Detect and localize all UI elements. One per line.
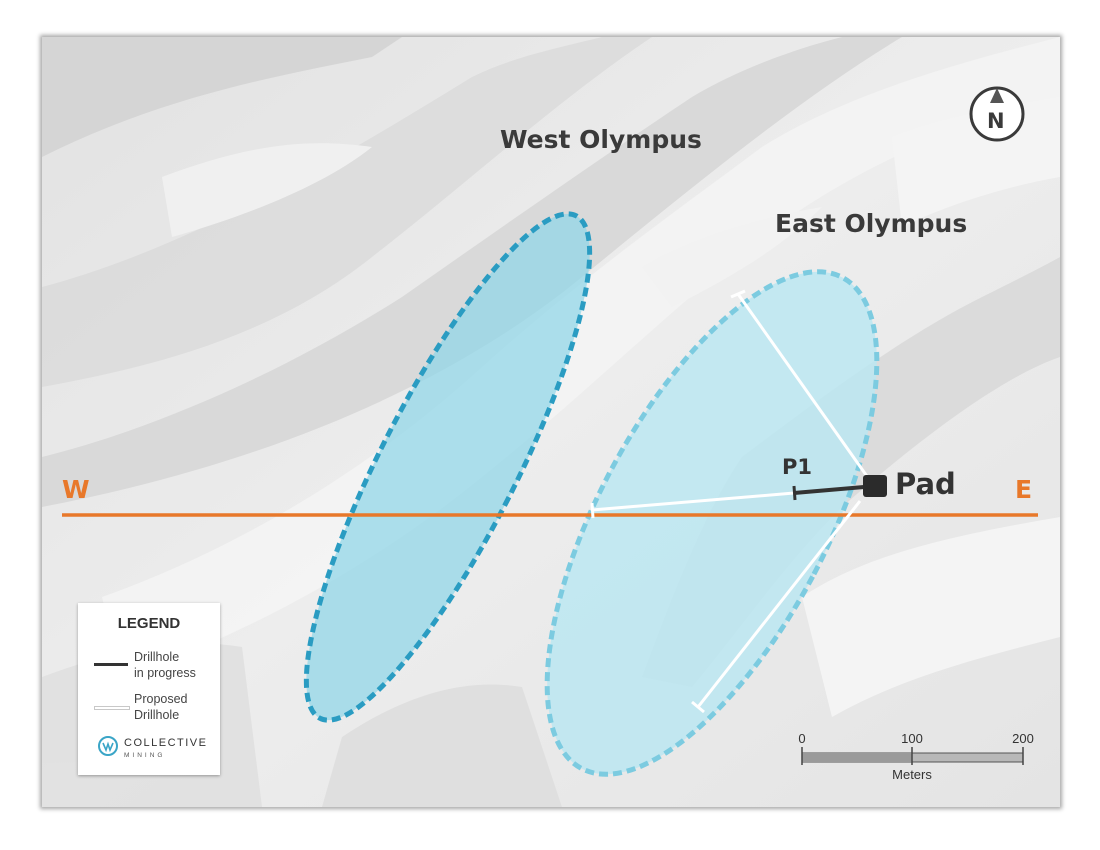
scale-tick-100: 100 [901, 731, 923, 746]
legend-proposed-drillhole-label: Proposed Drillhole [134, 692, 188, 722]
map-canvas [42, 37, 1060, 807]
logo-company-subtitle: MINING [124, 752, 166, 759]
scale-unit-label: Meters [892, 767, 932, 782]
legend-drillhole-in-progress-label: Drillhole in progress [134, 650, 196, 680]
pad-marker [863, 475, 887, 497]
drillhole-in-progress-p1 [793, 485, 865, 495]
proposed-drillhole-north [736, 293, 878, 490]
legend-drillhole-in-progress-symbol [94, 663, 128, 666]
east-olympus-area [544, 269, 880, 777]
drillhole-p1-label: P1 [782, 455, 813, 479]
west-olympus-area [303, 211, 593, 723]
map-frame: West Olympus East Olympus W E Pad P1 N L… [42, 37, 1060, 807]
collective-mining-logo-icon [98, 736, 118, 756]
proposed-drillholes [590, 289, 878, 714]
legend-proposed-drillhole-symbol [94, 706, 130, 710]
legend-title: LEGEND [117, 615, 181, 632]
legend-panel: LEGEND Drillhole in progress Proposed Dr… [78, 603, 220, 775]
scale-bar-graphic [801, 747, 1024, 765]
pad-label: Pad [895, 467, 956, 501]
west-olympus-label: West Olympus [500, 125, 702, 154]
east-label: E [1015, 475, 1033, 504]
scale-tick-200: 200 [1012, 731, 1034, 746]
terrain-shading [42, 37, 1060, 807]
scale-tick-0: 0 [798, 731, 806, 746]
logo-company-name: COLLECTIVE [124, 737, 208, 749]
west-label: W [62, 475, 90, 504]
proposed-drillhole-south [696, 500, 862, 708]
north-arrow-icon [969, 86, 1025, 142]
proposed-drillhole-west [591, 491, 795, 512]
east-olympus-label: East Olympus [775, 209, 968, 238]
north-arrow-letter: N [987, 109, 1005, 133]
